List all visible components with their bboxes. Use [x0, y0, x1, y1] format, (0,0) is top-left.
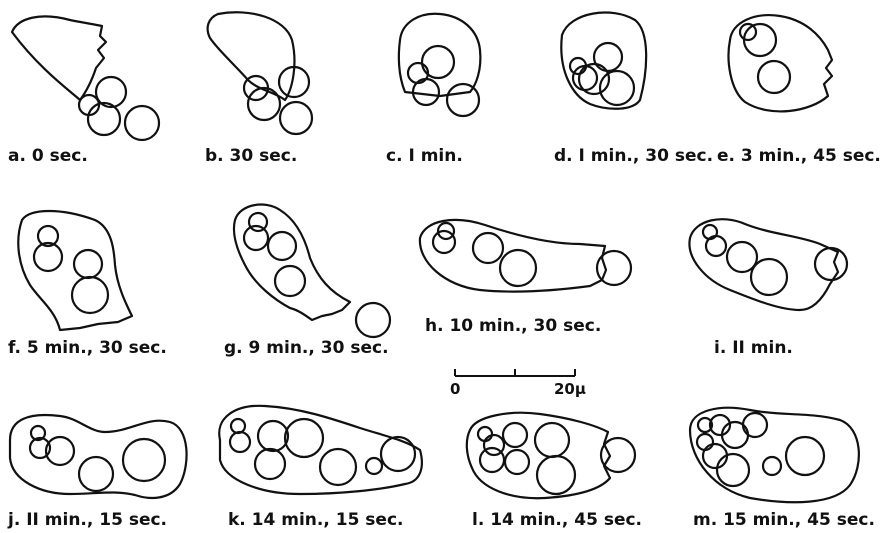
vacuole: [79, 457, 113, 491]
panel-d-drawing: [561, 13, 646, 109]
vacuole: [717, 454, 749, 486]
vacuole: [535, 423, 569, 457]
cell-outline: [690, 408, 859, 502]
vacuole: [123, 439, 165, 481]
caption-f: f. 5 min., 30 sec.: [8, 338, 167, 358]
panel-i-drawing: [689, 219, 847, 310]
panel-b-drawing: [208, 12, 312, 134]
panel-f-drawing: [18, 211, 132, 330]
panel-j-drawing: [10, 415, 187, 498]
panel-k-drawing: [219, 406, 422, 494]
vacuole: [125, 106, 159, 140]
vacuole: [275, 266, 305, 296]
vacuole: [72, 277, 108, 313]
vacuole: [244, 226, 268, 250]
vacuole: [258, 421, 288, 451]
vacuole: [285, 419, 323, 457]
vacuole: [280, 102, 312, 134]
vacuole: [473, 233, 503, 263]
caption-h: h. 10 min., 30 sec.: [425, 316, 601, 336]
vacuole: [763, 457, 781, 475]
vacuole: [537, 456, 575, 494]
caption-d: d. I min., 30 sec.: [554, 146, 713, 166]
caption-m: m. 15 min., 45 sec.: [693, 510, 875, 530]
vacuole: [786, 437, 824, 475]
vacuole: [505, 450, 529, 474]
vacuole: [320, 449, 356, 485]
caption-k: k. 14 min., 15 sec.: [228, 510, 404, 530]
vacuole: [366, 458, 382, 474]
scale-bar-start-label: 0: [450, 380, 460, 398]
panel-g-drawing: [234, 205, 390, 337]
vacuole: [356, 303, 390, 337]
vacuole: [248, 88, 280, 120]
vacuole: [500, 250, 536, 286]
panel-m-drawing: [690, 408, 859, 502]
vacuole: [230, 432, 250, 452]
vacuole: [447, 84, 479, 116]
vacuole: [706, 236, 726, 256]
vacuole: [268, 232, 296, 260]
caption-a: a. 0 sec.: [8, 146, 88, 166]
vacuole: [413, 79, 439, 105]
caption-c: c. I min.: [386, 146, 463, 166]
caption-l: l. 14 min., 45 sec.: [472, 510, 642, 530]
vacuole: [743, 413, 767, 437]
vacuole: [503, 423, 527, 447]
scale-bar: [455, 369, 575, 376]
vacuole: [758, 61, 790, 93]
caption-e: e. 3 min., 45 sec.: [717, 146, 881, 166]
vacuole: [231, 419, 245, 433]
vacuole: [815, 248, 847, 280]
vacuole: [422, 46, 454, 78]
panel-l-drawing: [467, 413, 635, 498]
vacuole: [88, 103, 120, 135]
panel-c-drawing: [399, 14, 481, 116]
caption-b: b. 30 sec.: [205, 146, 297, 166]
vacuole: [480, 448, 504, 472]
caption-g: g. 9 min., 30 sec.: [224, 338, 389, 358]
vacuole: [601, 438, 635, 472]
cell-outline: [219, 406, 422, 494]
cell-outline: [467, 413, 610, 498]
cell-outline: [12, 16, 106, 100]
caption-j: j. II min., 15 sec.: [8, 510, 167, 530]
vacuole: [74, 250, 102, 278]
vacuole: [34, 243, 62, 271]
caption-i: i. II min.: [714, 338, 793, 358]
panel-h-drawing: [420, 220, 631, 292]
vacuole: [381, 437, 415, 471]
cell-outline: [208, 12, 295, 100]
panel-e-drawing: [729, 15, 832, 111]
scale-bar-end-label: 20µ: [554, 380, 586, 398]
cell-outline: [399, 14, 481, 96]
vacuole: [751, 259, 787, 295]
cell-outline: [234, 205, 350, 320]
vacuole: [594, 43, 622, 71]
vacuole: [255, 449, 285, 479]
vacuole: [597, 251, 631, 285]
panel-a-drawing: [12, 16, 159, 140]
vacuole: [433, 231, 455, 253]
